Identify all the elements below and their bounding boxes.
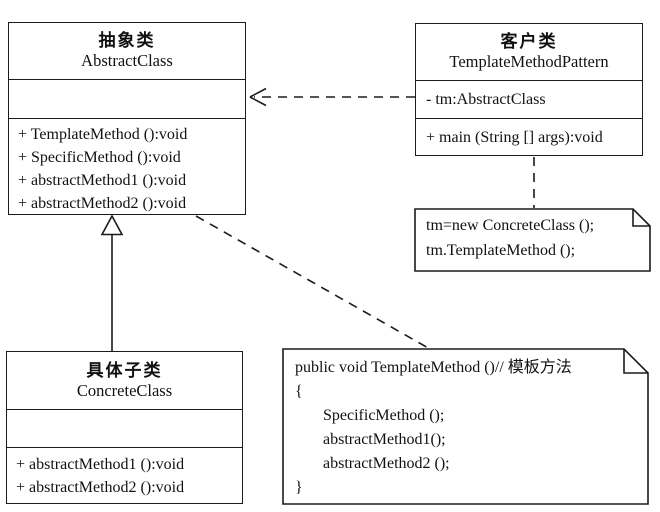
note-line: { [295,383,303,400]
class-templatemethodpattern-methods: + main (String [] args):void [416,118,642,155]
dependency-arrow [249,87,415,107]
class-templatemethodpattern: 客户类 TemplateMethodPattern - tm:AbstractC… [415,23,643,156]
note-line: } [295,479,303,496]
template-method-note-shape [282,348,649,505]
class-templatemethodpattern-stereotype: 客户类 [500,32,558,52]
method-abstractmethod2-impl: + abstractMethod2 ():void [16,479,185,496]
class-concreteclass-name: ConcreteClass [76,380,173,400]
method-abstractmethod1-impl: + abstractMethod1 ():void [16,456,185,473]
note-line: SpecificMethod (); [323,407,445,424]
client-code-note: tm=new ConcreteClass (); tm.TemplateMeth… [426,213,594,263]
template-method-note: public void TemplateMethod ()// 模板方法 { S… [295,356,572,500]
note-line: tm.TemplateMethod (); [426,242,576,259]
note-line: public void TemplateMethod ()// 模板方法 [295,359,572,376]
class-templatemethodpattern-attributes: - tm:AbstractClass [416,80,642,118]
class-abstractclass-methods: + TemplateMethod ():void + SpecificMetho… [9,118,245,214]
client-code-note-shape [414,208,651,272]
class-concreteclass-methods: + abstractMethod1 ():void + abstractMeth… [7,447,242,503]
note-anchor-template-method [195,215,431,350]
class-templatemethodpattern-name: TemplateMethodPattern [449,52,609,72]
note-line: abstractMethod1(); [323,431,446,448]
note-line: tm=new ConcreteClass (); [426,217,595,234]
method-abstractmethod1: + abstractMethod1 ():void [18,172,187,189]
class-concreteclass-stereotype: 具体子类 [86,360,163,380]
class-concreteclass-title: 具体子类 ConcreteClass [7,352,242,409]
class-concreteclass-attributes [7,409,242,447]
class-abstractclass-stereotype: 抽象类 [98,31,156,51]
method-abstractmethod2: + abstractMethod2 ():void [18,195,187,212]
note-line: abstractMethod2 (); [323,455,450,472]
method-templatemethod: + TemplateMethod ():void [18,126,188,143]
class-templatemethodpattern-title: 客户类 TemplateMethodPattern [416,24,642,80]
class-abstractclass: 抽象类 AbstractClass + TemplateMethod ():vo… [8,22,246,215]
generalization-arrow [100,214,124,351]
attribute-tm: - tm:AbstractClass [426,91,546,108]
method-main: + main (String [] args):void [426,128,603,146]
method-specificmethod: + SpecificMethod ():void [18,149,181,166]
class-abstractclass-name: AbstractClass [81,51,173,71]
class-concreteclass: 具体子类 ConcreteClass + abstractMethod1 ():… [6,351,243,504]
class-abstractclass-title: 抽象类 AbstractClass [9,23,245,79]
class-abstractclass-attributes [9,79,245,118]
